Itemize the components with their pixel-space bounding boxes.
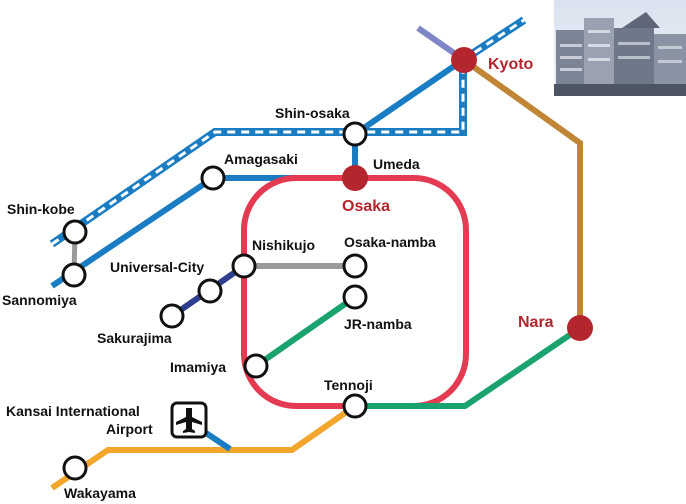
label-tennoji: Tennoji xyxy=(324,377,373,393)
label-osaka: Osaka xyxy=(342,198,390,215)
label-jr-namba: JR-namba xyxy=(344,316,412,332)
label-kansai-airport-line1: Kansai International xyxy=(6,403,140,419)
station-marker-shin-osaka[interactable] xyxy=(342,121,368,147)
major-station-markers xyxy=(342,47,593,341)
label-kyoto: Kyoto xyxy=(488,56,534,73)
station-marker-tennoji[interactable] xyxy=(342,393,368,419)
station-marker-kyoto[interactable] xyxy=(451,47,477,73)
station-marker-sakurajima[interactable] xyxy=(159,303,185,329)
label-umeda: Umeda xyxy=(373,156,420,172)
label-nara: Nara xyxy=(518,314,554,331)
station-marker-jr-namba[interactable] xyxy=(342,284,368,310)
station-marker-nishikujo[interactable] xyxy=(231,253,257,279)
station-marker-osaka[interactable] xyxy=(342,165,368,191)
station-marker-shin-kobe[interactable] xyxy=(62,219,88,245)
airplane-icon xyxy=(170,401,208,439)
nara-line xyxy=(462,57,583,328)
station-markers xyxy=(61,121,368,481)
label-imamiya: Imamiya xyxy=(170,359,226,375)
yamatoji-namba-branch xyxy=(254,294,357,369)
label-sannomiya: Sannomiya xyxy=(2,292,77,308)
yamatoji-line xyxy=(355,325,582,409)
station-marker-osaka-namba[interactable] xyxy=(342,253,368,279)
station-marker-amagasaki[interactable] xyxy=(200,165,226,191)
station-marker-wakayama[interactable] xyxy=(62,455,88,481)
station-marker-imamiya[interactable] xyxy=(243,353,269,379)
station-marker-sannomiya[interactable] xyxy=(61,262,87,288)
kyoto-station-photo xyxy=(554,0,686,96)
label-shin-kobe: Shin-kobe xyxy=(7,201,75,217)
label-osaka-namba: Osaka-namba xyxy=(344,234,436,250)
label-universal-city: Universal-City xyxy=(110,259,204,275)
label-nishikujo: Nishikujo xyxy=(252,237,315,253)
label-shin-osaka: Shin-osaka xyxy=(275,105,350,121)
label-sakurajima: Sakurajima xyxy=(97,330,172,346)
label-wakayama: Wakayama xyxy=(64,485,136,501)
label-amagasaki: Amagasaki xyxy=(224,151,298,167)
label-kansai-airport-line2: Airport xyxy=(106,421,153,437)
station-marker-nara[interactable] xyxy=(567,315,593,341)
station-marker-universal-city[interactable] xyxy=(197,278,223,304)
kansai-airport-line xyxy=(204,430,232,452)
